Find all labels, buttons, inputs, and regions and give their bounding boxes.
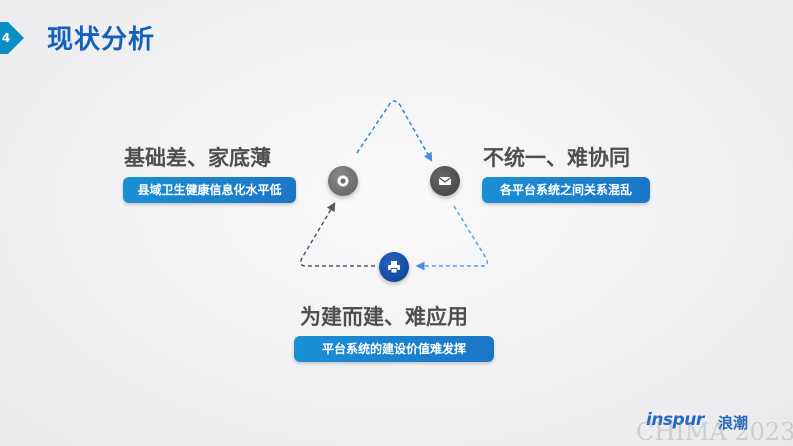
heading-right: 不统一、难协同: [483, 146, 630, 170]
label-left: 县域卫生健康信息化水平低: [123, 177, 296, 203]
watermark: CHIMA 2023: [636, 418, 793, 446]
node-right: [430, 166, 460, 196]
page-title: 现状分析: [47, 25, 156, 55]
arrow-right-bottom: [415, 205, 489, 271]
arrow-bottom-left: [299, 202, 375, 267]
label-bottom: 平台系统的建设价值难发挥: [294, 336, 494, 362]
brand-logo: inspur: [646, 410, 704, 430]
brand-logo-cn: 浪潮: [718, 414, 749, 432]
section-badge-icon: [0, 22, 24, 54]
node-bottom: [379, 252, 409, 282]
camera-icon: [337, 175, 349, 187]
node-left: [328, 166, 358, 196]
mail-icon: [438, 177, 452, 185]
heading-left: 基础差、家底薄: [124, 146, 271, 170]
section-number: 4: [1, 31, 11, 45]
printer-icon: [388, 261, 400, 274]
arrow-top-right: [356, 100, 433, 162]
label-right: 各平台系统之间关系混乱: [482, 177, 650, 203]
heading-bottom: 为建而建、难应用: [300, 305, 468, 329]
